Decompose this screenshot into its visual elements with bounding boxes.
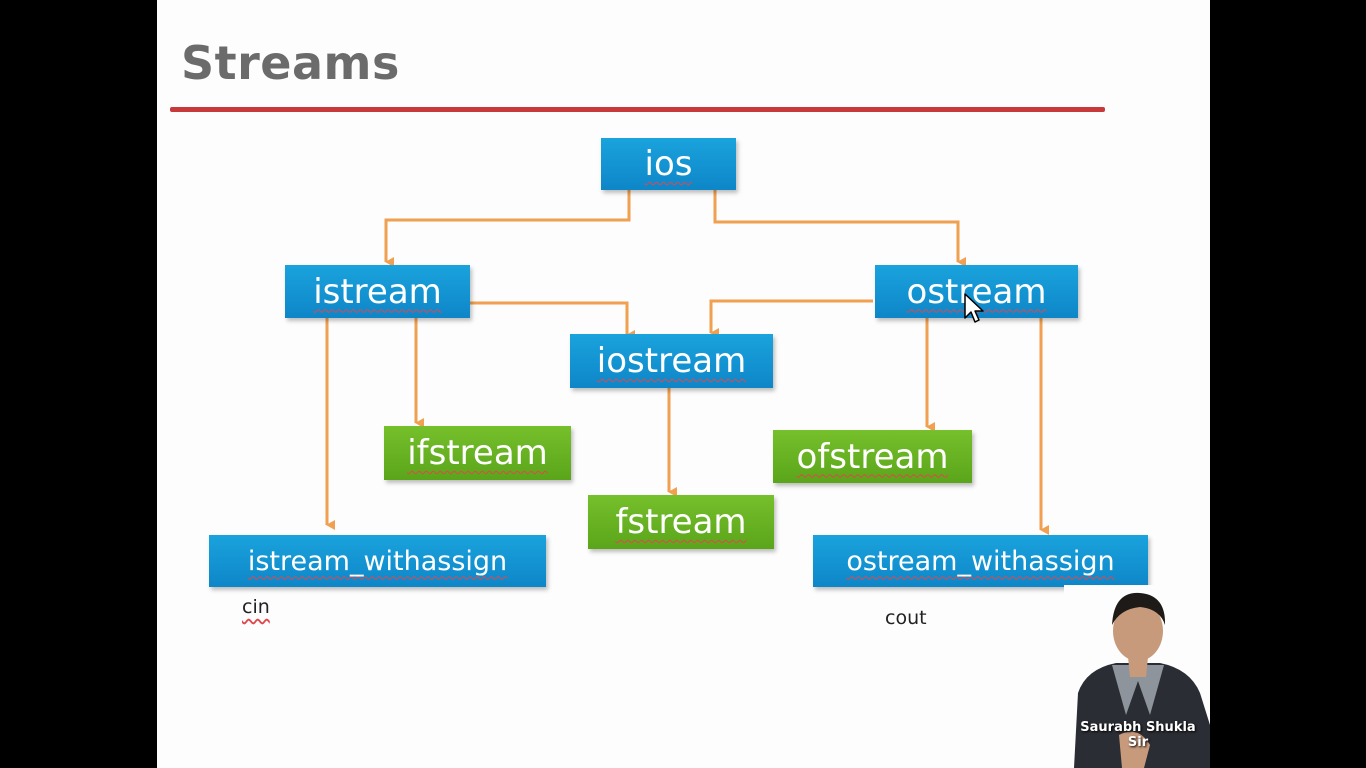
- node-istream-withassign-label: istream_withassign: [247, 545, 508, 577]
- mouse-cursor-icon: [964, 293, 984, 323]
- arrow-istream-iostream: [470, 301, 635, 340]
- node-ifstream: ifstream: [384, 426, 571, 480]
- presenter-video-overlay: [1064, 585, 1210, 768]
- cout-label: cout: [885, 607, 927, 629]
- node-ostream-withassign: ostream_withassign: [813, 535, 1148, 587]
- hierarchy-arrows: [325, 190, 1049, 535]
- node-ifstream-label: ifstream: [407, 433, 548, 473]
- node-ostream-withassign-label: ostream_withassign: [846, 545, 1115, 577]
- slide-title: Streams: [181, 36, 400, 90]
- slide: Streams ios istream ostream: [157, 0, 1210, 768]
- node-ios-label: ios: [644, 144, 693, 184]
- node-istream: istream: [285, 265, 470, 318]
- title-rule: [170, 107, 1105, 112]
- presenter-name-caption: Saurabh Shukla Sir: [1080, 720, 1196, 750]
- node-ostream: ostream: [875, 265, 1078, 318]
- node-ofstream: ofstream: [773, 430, 972, 483]
- node-fstream: fstream: [588, 495, 774, 549]
- node-istream-withassign: istream_withassign: [209, 535, 546, 587]
- arrow-ios-istream: [384, 190, 631, 267]
- arrow-ios-ostream: [713, 190, 966, 267]
- node-iostream-label: iostream: [596, 341, 747, 381]
- cin-label: cin: [242, 596, 270, 618]
- node-ofstream-label: ofstream: [796, 436, 949, 477]
- node-iostream: iostream: [570, 334, 773, 388]
- node-ios: ios: [601, 138, 736, 190]
- node-istream-label: istream: [313, 271, 442, 312]
- node-fstream-label: fstream: [615, 502, 747, 542]
- arrow-ostream-iostream: [709, 299, 873, 338]
